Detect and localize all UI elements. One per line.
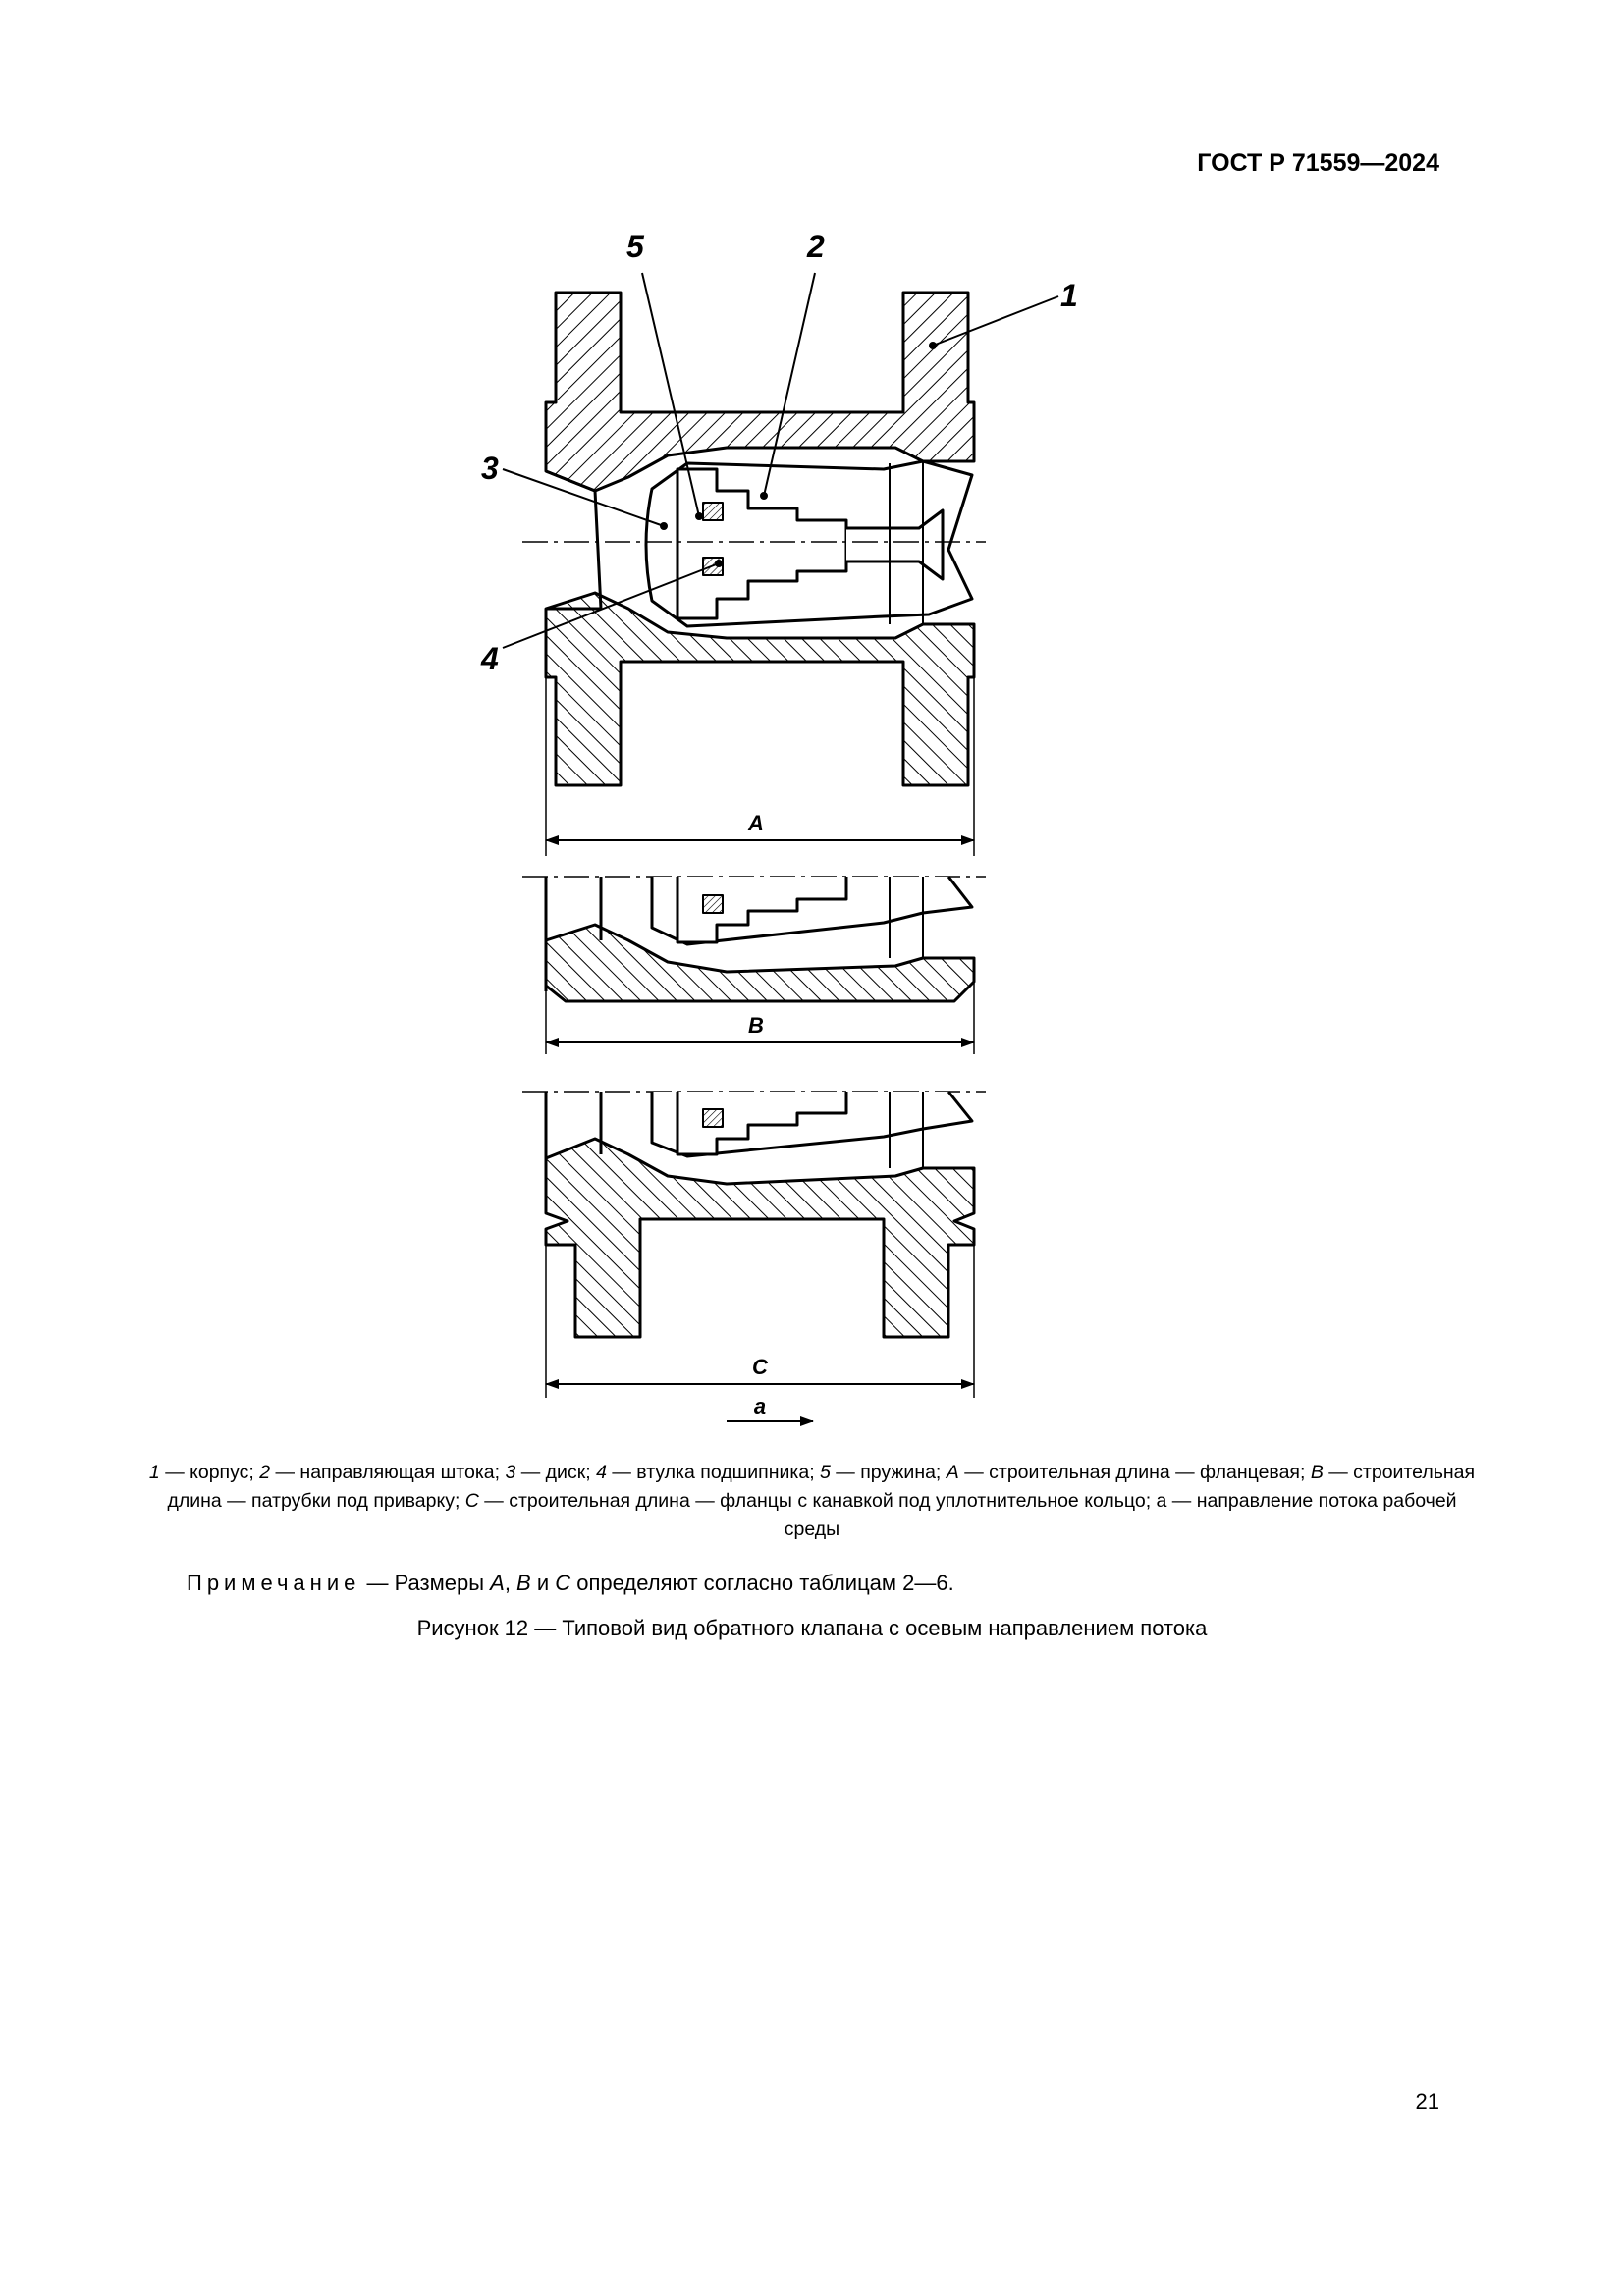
dimension-label-b: B xyxy=(748,1013,764,1038)
figure-note: Примечание — Размеры A, B и C определяют… xyxy=(187,1571,954,1595)
flow-label: a xyxy=(754,1394,766,1418)
spring xyxy=(702,502,724,521)
view-a-flanged xyxy=(522,291,986,856)
view-b-weld-ends xyxy=(522,876,986,1054)
callout-4: 4 xyxy=(480,641,499,676)
dimension-label-c: C xyxy=(752,1355,769,1379)
view-c-groove-flanges xyxy=(522,1091,986,1426)
standard-header: ГОСТ Р 71559—2024 xyxy=(1197,149,1439,177)
dimension-label-a: A xyxy=(747,811,764,835)
note-label: Примечание xyxy=(187,1571,361,1595)
callout-3: 3 xyxy=(481,451,499,486)
callout-1: 1 xyxy=(1060,278,1078,313)
body-top-section xyxy=(544,291,976,493)
page-number: 21 xyxy=(1415,2089,1439,2113)
callout-leaders xyxy=(502,272,1059,649)
figure-caption: Рисунок 12 — Типовой вид обратного клапа… xyxy=(416,1616,1208,1640)
callout-2: 2 xyxy=(806,229,825,264)
callout-5: 5 xyxy=(626,229,645,264)
groove-body-section xyxy=(544,1137,976,1339)
figure-legend: 1 — корпус; 2 — направляющая штока; 3 — … xyxy=(148,1462,1476,1540)
